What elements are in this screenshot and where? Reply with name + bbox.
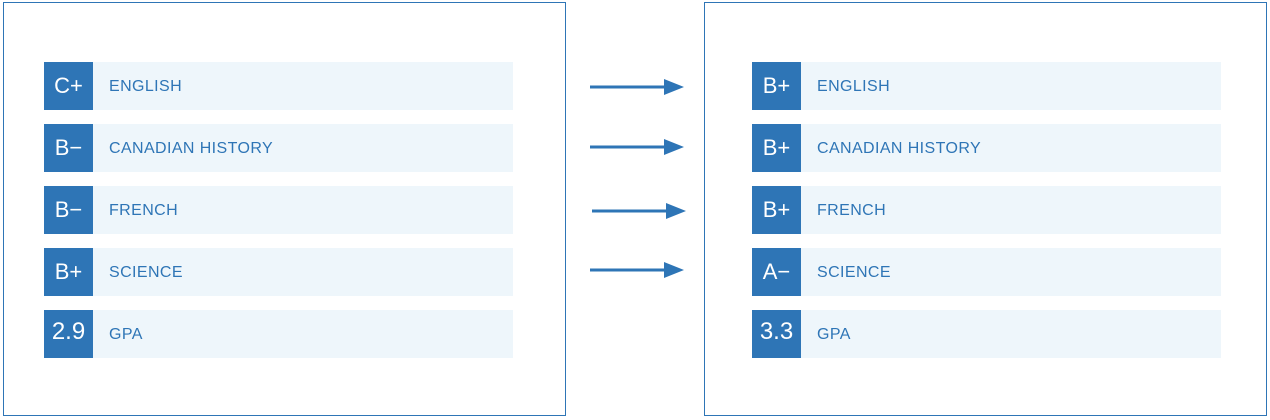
after-grade-badge: B+ [752, 62, 801, 110]
after-subject-label: ENGLISH [817, 78, 891, 95]
before-grades-panel: C+ ENGLISH B− CANADIAN HISTORY B− FRENCH… [3, 2, 566, 416]
after-subject-label: GPA [817, 326, 851, 343]
before-row-english: C+ ENGLISH [44, 62, 513, 110]
after-subject-label: CANADIAN HISTORY [817, 140, 982, 157]
before-grade-list: C+ ENGLISH B− CANADIAN HISTORY B− FRENCH… [44, 62, 513, 372]
after-grade-badge: A− [752, 248, 801, 296]
after-row-canadian-history: B+ CANADIAN HISTORY [752, 124, 1221, 172]
right-arrow-icon [590, 139, 684, 155]
after-row-english: B+ ENGLISH [752, 62, 1221, 110]
before-subject-label: SCIENCE [109, 264, 183, 281]
connector-arrows [588, 0, 688, 420]
right-arrow-icon [592, 203, 686, 219]
before-grade-badge: B− [44, 124, 93, 172]
after-subject-label: SCIENCE [817, 264, 891, 281]
after-gpa-badge: 3.3 [752, 310, 801, 358]
before-subject-label: FRENCH [109, 202, 179, 219]
after-grade-list: B+ ENGLISH B+ CANADIAN HISTORY B+ FRENCH… [752, 62, 1221, 372]
before-subject-label: GPA [109, 326, 143, 343]
before-grade-badge: B+ [44, 248, 93, 296]
after-grade-badge: B+ [752, 124, 801, 172]
after-row-gpa: 3.3 GPA [752, 310, 1221, 358]
after-grades-panel: B+ ENGLISH B+ CANADIAN HISTORY B+ FRENCH… [704, 2, 1267, 416]
before-gpa-badge: 2.9 [44, 310, 93, 358]
before-row-gpa: 2.9 GPA [44, 310, 513, 358]
after-grade-badge: B+ [752, 186, 801, 234]
before-subject-label: ENGLISH [109, 78, 183, 95]
before-row-canadian-history: B− CANADIAN HISTORY [44, 124, 513, 172]
after-row-science: A− SCIENCE [752, 248, 1221, 296]
before-grade-badge: B− [44, 186, 93, 234]
before-row-science: B+ SCIENCE [44, 248, 513, 296]
before-row-french: B− FRENCH [44, 186, 513, 234]
before-grade-badge: C+ [44, 62, 93, 110]
right-arrow-icon [590, 79, 684, 95]
before-subject-label: CANADIAN HISTORY [109, 140, 274, 157]
after-subject-label: FRENCH [817, 202, 887, 219]
after-row-french: B+ FRENCH [752, 186, 1221, 234]
right-arrow-icon [590, 262, 684, 278]
